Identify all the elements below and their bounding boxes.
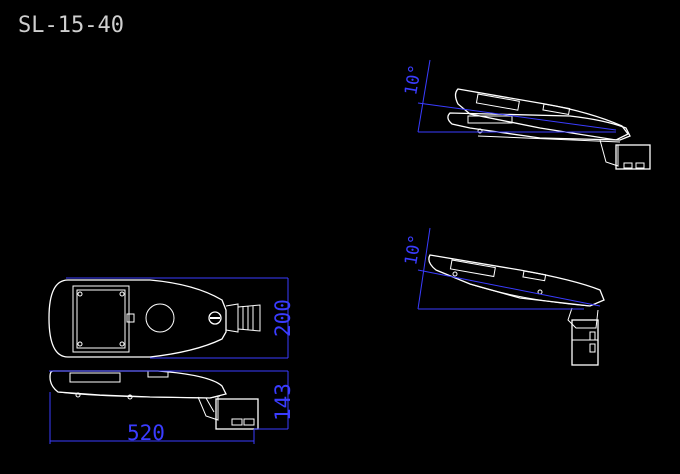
pole-mount-driver-box	[571, 319, 599, 366]
side-view-angle-label: 10°	[401, 63, 426, 97]
plan-view-housing	[48, 279, 227, 358]
side-view-foot	[477, 128, 483, 134]
side-view-terminal	[623, 162, 633, 169]
side-view-housing-tilted	[454, 88, 629, 141]
elevation-view-dimension-lines	[49, 370, 289, 444]
plan-view-dimension-lines	[66, 277, 289, 359]
pole-mount-angle-lines	[417, 227, 601, 310]
side-view-lens-tilted	[475, 93, 520, 111]
side-view-driver-box	[615, 144, 651, 170]
plan-view-lens-panel	[72, 285, 130, 353]
elevation-view-bracket	[197, 396, 219, 421]
plan-view-lens-inner	[76, 289, 126, 349]
elevation-view-foot	[75, 392, 81, 398]
pole-mount-lens	[449, 259, 496, 278]
pole-mount-base	[469, 283, 591, 307]
pole-mount-terminal	[589, 331, 596, 341]
side-view-tilt-range: 10°	[401, 59, 651, 170]
elevation-view-base	[57, 391, 221, 399]
pole-mount-fin	[522, 270, 547, 282]
elevation-view-lens	[69, 372, 121, 383]
side-view-terminal	[635, 162, 645, 169]
drawing-title: SL-15-40	[18, 13, 124, 38]
plan-view-screw	[119, 291, 125, 297]
side-view-pole-mount: 10°	[401, 227, 605, 366]
plan-view-arm-mount	[225, 303, 239, 333]
plan-view-screw	[77, 341, 83, 347]
side-view-fin-tilted	[542, 103, 571, 116]
elevation-view-terminal	[231, 418, 243, 426]
plan-view-pivot-knob	[208, 311, 222, 325]
plan-view-width-dimension: 200	[271, 299, 295, 337]
side-view-lens-level	[467, 115, 513, 124]
pole-mount-terminal	[589, 343, 596, 353]
side-view-housing-level	[447, 112, 631, 141]
elevation-view-foot	[127, 394, 133, 400]
side-view-bracket	[599, 139, 619, 167]
elevation-view: 143 520	[49, 370, 295, 445]
pole-mount-bracket	[567, 307, 599, 329]
elevation-view-housing	[49, 370, 227, 399]
elevation-view-length-dimension: 520	[127, 421, 165, 445]
plan-view-clip	[126, 313, 135, 323]
side-view-base-line	[477, 135, 621, 143]
pole-mount-housing	[428, 254, 605, 307]
plan-view-arm-clamp	[237, 304, 261, 332]
elevation-view-height-dimension: 143	[271, 383, 295, 421]
side-view-angle-lines	[417, 59, 617, 133]
pole-mount-angle-label: 10°	[401, 233, 426, 267]
elevation-view-terminal	[243, 418, 255, 426]
plan-view-photocell-socket	[145, 303, 175, 333]
plan-view: 200	[48, 277, 295, 359]
elevation-view-driver-box	[215, 398, 259, 430]
plan-view-screw	[77, 291, 83, 297]
plan-view-screw	[119, 341, 125, 347]
pole-mount-foot	[452, 271, 458, 277]
